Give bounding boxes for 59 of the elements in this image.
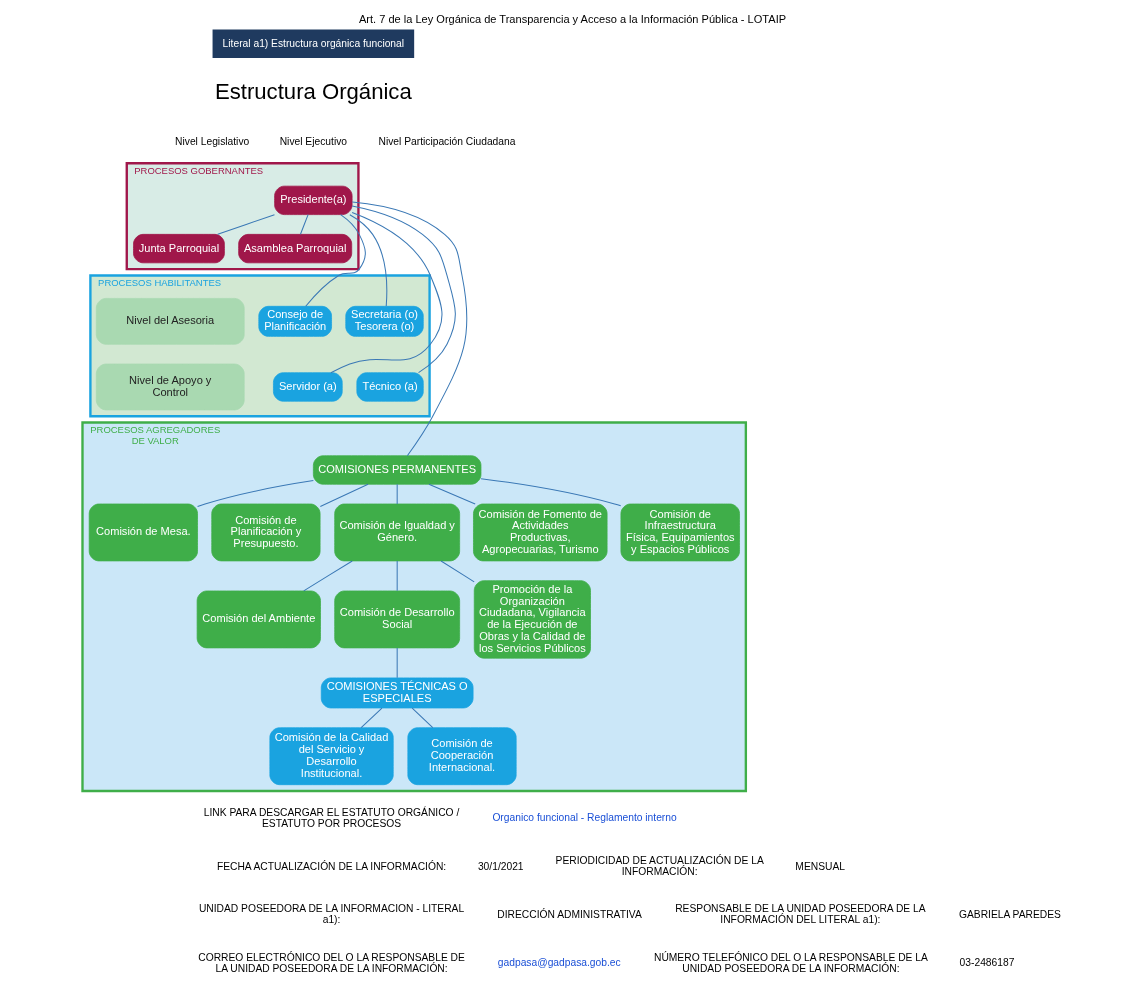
node-box: Comisión de Planificación y Presupuesto. <box>210 503 320 562</box>
label: FECHA ACTUALIZACIÓN DE LA INFORMACIÓN: <box>216 860 446 872</box>
node-box: Comisión de Infraestructura Física, Equipamientos y Espacios Públicos <box>620 503 740 562</box>
label: NÚMERO TELEFÓNICO DEL O LA RESPONSABLE DE LA UNIDAD POSEEDORA DE LA INFORMACIÓN: <box>653 951 928 974</box>
label: PERIODICIDAD DE ACTUALIZACIÓN DE LA INFORMACIÓN: <box>555 855 764 878</box>
connector <box>348 214 387 307</box>
label: RESPONSABLE DE LA UNIDAD POSEEDORA DE LA INFORMACIÓN DEL LITERAL a1): <box>674 903 926 926</box>
connector <box>304 214 366 307</box>
connector <box>302 560 353 592</box>
connector <box>440 560 475 583</box>
connector <box>360 707 382 729</box>
label: gadpasa@gadpasa.gob.ec <box>497 957 621 969</box>
node-box: Nivel de Apoyo y Control <box>95 363 245 411</box>
node-box: Comisión de Fomento de Actividades Productivas, Agropecuarias, Turismo <box>472 503 607 562</box>
label: Nivel Participación Ciudadana <box>378 136 515 148</box>
node-box: Junta Parroquial <box>132 233 225 264</box>
node-box: Técnico (a) <box>355 372 424 402</box>
connector <box>427 483 476 505</box>
node-box: Consejo de Planificación <box>257 305 332 337</box>
label: Estructura Orgánica <box>214 78 412 104</box>
node-box: Presidente(a) <box>273 185 352 215</box>
connector <box>299 214 309 235</box>
connector <box>351 201 468 457</box>
diagram-title: Art. 7 de la Ley Orgánica de Transparencia y Acceso a la Información Pública - LOTAIP <box>358 13 786 26</box>
connector <box>319 483 369 507</box>
label: Organico funcional - Reglamento interno <box>491 812 677 824</box>
connector <box>396 483 398 505</box>
node-box: Promoción de la Organización Ciudadana, Vigilancia de la Ejecución de Obras y la Calidad de los Servicios Públicos <box>473 580 591 659</box>
connector <box>351 205 456 374</box>
label: Literal a1) Estructura orgánica funcional <box>222 37 404 49</box>
node-box: Comisión de Mesa. <box>88 503 198 562</box>
node-box: Secretaria (o) Tesorera (o) <box>344 305 424 337</box>
node-box: Servidor (a) <box>272 372 343 402</box>
node-box: Nivel del Asesoria <box>95 298 245 345</box>
node-box: Asamblea Parroquial <box>237 233 352 264</box>
label: CORREO ELECTRÓNICO DEL O LA RESPONSABLE DE LA UNIDAD POSEEDORA DE LA INFORMACIÓN: <box>197 951 465 974</box>
connector <box>216 214 275 235</box>
label: MENSUAL <box>794 860 845 872</box>
label: UNIDAD POSEEDORA DE LA INFORMACION - LITERAL a1): <box>198 903 464 926</box>
node-box: COMISIONES PERMANENTES <box>312 455 481 485</box>
connector <box>411 707 433 729</box>
label: LINK PARA DESCARGAR EL ESTATUTO ORGÁNICO / ESTATUTO POR PROCESOS <box>203 806 459 829</box>
connector <box>396 647 398 679</box>
label: Nivel Ejecutivo <box>279 136 347 148</box>
node-box: Comisión de la Calidad del Servicio y Desarrollo Institucional. <box>268 727 394 786</box>
label: DIRECCIÓN ADMINISTRATIVA <box>496 908 642 920</box>
node-box: Comisión de Desarrollo Social <box>333 590 460 649</box>
label: 03-2486187 <box>959 957 1014 969</box>
node-box: COMISIONES TÉCNICAS O ESPECIALES <box>320 677 473 709</box>
label: GABRIELA PAREDES <box>958 908 1061 920</box>
label: Nivel Legislativo <box>174 136 249 148</box>
node-box: Comisión de Cooperación Internacional. <box>406 727 517 786</box>
node-box: Comisión del Ambiente <box>196 590 321 649</box>
connector <box>196 480 314 507</box>
connector <box>329 212 442 374</box>
connector <box>480 478 621 507</box>
label: 30/1/2021 <box>477 860 524 872</box>
node-box: Comisión de Igualdad y Género. <box>333 503 460 562</box>
connector <box>396 560 398 592</box>
